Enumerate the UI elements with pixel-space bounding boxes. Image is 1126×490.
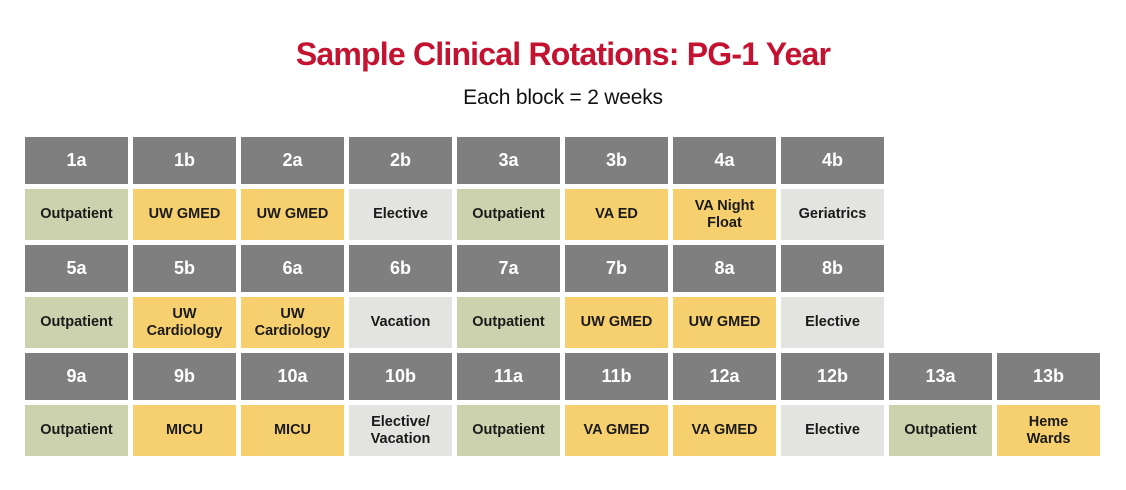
rotation-cell-11a: Outpatient bbox=[457, 405, 560, 456]
block-header-13b: 13b bbox=[997, 353, 1100, 400]
rotation-cell-10a: MICU bbox=[241, 405, 344, 456]
rotation-cell-1b: UW GMED bbox=[133, 189, 236, 240]
rotation-cell-11b: VA GMED bbox=[565, 405, 668, 456]
rotation-cell-13b: Heme Wards bbox=[997, 405, 1100, 456]
block-header-10a: 10a bbox=[241, 353, 344, 400]
rotation-cell-1a: Outpatient bbox=[25, 189, 128, 240]
rotation-cell-12b: Elective bbox=[781, 405, 884, 456]
block-header-3a: 3a bbox=[457, 137, 560, 184]
block-header-10b: 10b bbox=[349, 353, 452, 400]
block-header-4b: 4b bbox=[781, 137, 884, 184]
page-title: Sample Clinical Rotations: PG-1 Year bbox=[295, 36, 831, 72]
block-header-13a: 13a bbox=[889, 353, 992, 400]
rotation-cell-7b: UW GMED bbox=[565, 297, 668, 348]
block-header-5b: 5b bbox=[133, 245, 236, 292]
rotation-cell-2a: UW GMED bbox=[241, 189, 344, 240]
rotation-cell-8b: Elective bbox=[781, 297, 884, 348]
block-header-1a: 1a bbox=[25, 137, 128, 184]
rotation-cell-5b: UW Cardiology bbox=[133, 297, 236, 348]
block-header-7a: 7a bbox=[457, 245, 560, 292]
rotation-cell-13a: Outpatient bbox=[889, 405, 992, 456]
block-header-11b: 11b bbox=[565, 353, 668, 400]
rotation-cell-10b: Elective/ Vacation bbox=[349, 405, 452, 456]
rotation-cell-4b: Geriatrics bbox=[781, 189, 884, 240]
block-header-2a: 2a bbox=[241, 137, 344, 184]
rotation-cell-7a: Outpatient bbox=[457, 297, 560, 348]
block-header-9a: 9a bbox=[25, 353, 128, 400]
block-header-12b: 12b bbox=[781, 353, 884, 400]
subtitle: Each block = 2 weeks bbox=[463, 86, 663, 109]
rotation-cell-6b: Vacation bbox=[349, 297, 452, 348]
rotation-cell-9a: Outpatient bbox=[25, 405, 128, 456]
block-header-6b: 6b bbox=[349, 245, 452, 292]
rotation-cell-5a: Outpatient bbox=[25, 297, 128, 348]
rotation-cell-8a: UW GMED bbox=[673, 297, 776, 348]
rotation-cell-4a: VA Night Float bbox=[673, 189, 776, 240]
block-header-4a: 4a bbox=[673, 137, 776, 184]
block-header-7b: 7b bbox=[565, 245, 668, 292]
block-header-5a: 5a bbox=[25, 245, 128, 292]
block-header-1b: 1b bbox=[133, 137, 236, 184]
block-header-11a: 11a bbox=[457, 353, 560, 400]
rotation-cell-6a: UW Cardiology bbox=[241, 297, 344, 348]
block-header-3b: 3b bbox=[565, 137, 668, 184]
rotation-cell-3a: Outpatient bbox=[457, 189, 560, 240]
block-header-9b: 9b bbox=[133, 353, 236, 400]
rotation-cell-9b: MICU bbox=[133, 405, 236, 456]
rotation-cell-3b: VA ED bbox=[565, 189, 668, 240]
block-header-2b: 2b bbox=[349, 137, 452, 184]
block-header-12a: 12a bbox=[673, 353, 776, 400]
block-header-6a: 6a bbox=[241, 245, 344, 292]
block-header-8a: 8a bbox=[673, 245, 776, 292]
rotation-cell-12a: VA GMED bbox=[673, 405, 776, 456]
block-header-8b: 8b bbox=[781, 245, 884, 292]
rotation-cell-2b: Elective bbox=[349, 189, 452, 240]
